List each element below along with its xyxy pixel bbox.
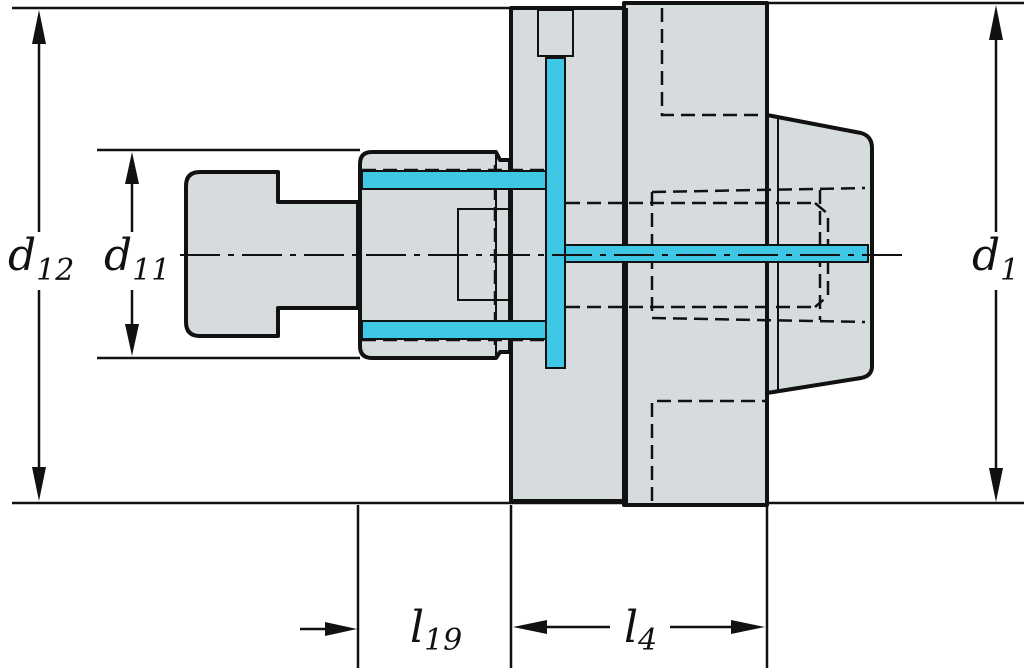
coolant-port-plug — [537, 9, 574, 57]
l19-arrow — [325, 622, 357, 636]
d12-label-bg — [6, 232, 84, 288]
hidden-inner-bore — [651, 186, 866, 194]
d11-arrow-top — [125, 152, 139, 184]
coolant-axial-channel — [564, 244, 869, 263]
hidden-inner-bore-low — [651, 316, 866, 324]
d12-arrow-bottom — [32, 467, 46, 501]
l4-arrow-left — [513, 620, 547, 634]
d12-arrow-top — [32, 10, 46, 44]
d1-arrow-top — [989, 5, 1003, 40]
d1-label: d1 — [972, 230, 1019, 288]
l19-label: l19 — [410, 602, 462, 658]
coolant-lower-channel — [361, 320, 547, 340]
dimension-labels: d12 d11 d1 l19 l4 — [6, 230, 1024, 658]
d1-label-bg — [970, 232, 1024, 288]
coolant-upper-channel — [361, 170, 547, 190]
dimension-lines — [32, 5, 1003, 636]
hidden-pocket-bottom — [650, 399, 767, 501]
coolant-channels — [361, 57, 869, 369]
hidden-bore-end — [814, 202, 830, 308]
d1-arrow-bottom — [989, 468, 1003, 502]
d11-label-bg — [102, 232, 180, 288]
coolant-vertical-channel — [545, 57, 566, 369]
d12-label: d12 — [8, 230, 74, 288]
l4-label: l4 — [624, 602, 657, 658]
d11-arrow-bottom — [125, 324, 139, 356]
hidden-pocket-top — [660, 8, 767, 117]
d11-label: d11 — [104, 230, 170, 288]
l4-arrow-right — [731, 620, 765, 634]
